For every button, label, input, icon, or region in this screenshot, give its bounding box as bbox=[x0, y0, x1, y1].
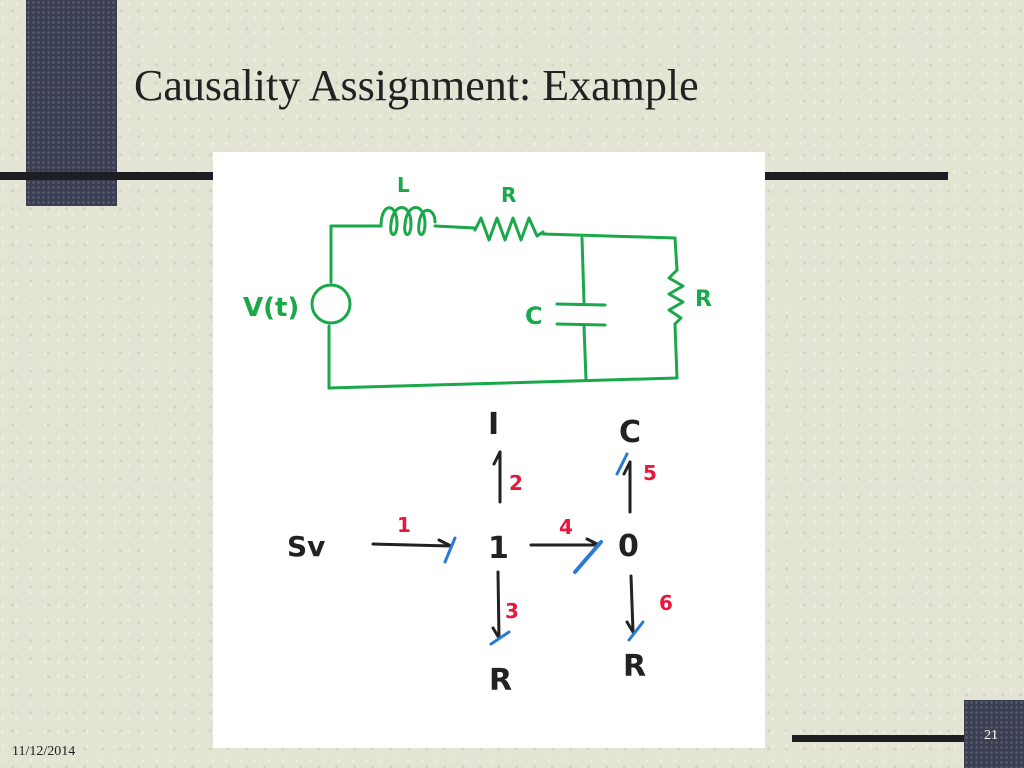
bond-1-causal-stroke bbox=[443, 536, 457, 564]
bond-4-causal-stroke bbox=[573, 540, 603, 574]
circuit-wire-inductor-resistor bbox=[433, 224, 477, 230]
shunt-resistor-zigzag bbox=[667, 268, 685, 326]
capacitor-plate-top bbox=[555, 302, 607, 307]
circuit-and-bond-graph: V(t) L R C R Sv 1 0 I C bbox=[243, 173, 712, 698]
capacitance-element-label: C bbox=[619, 415, 641, 450]
capacitor-wire-bottom bbox=[582, 324, 588, 382]
slide-title: Causality Assignment: Example bbox=[134, 61, 699, 110]
series-resistor-zigzag bbox=[473, 216, 545, 242]
bond-number-6: 6 bbox=[659, 591, 673, 615]
inductor-label: L bbox=[397, 173, 410, 197]
bond-2-half-arrow bbox=[492, 450, 502, 466]
bond-3-causal-stroke bbox=[489, 630, 511, 646]
resistor-element-on-0-label: R bbox=[623, 649, 646, 684]
capacitor-plate-bottom bbox=[555, 322, 607, 327]
capacitor-label: C bbox=[525, 302, 543, 330]
slide-date: 11/12/2014 bbox=[12, 744, 76, 759]
footer-rule bbox=[792, 735, 1024, 742]
bond-number-3: 3 bbox=[505, 599, 519, 623]
figure-panel: V(t) L R C R Sv 1 0 I C bbox=[213, 152, 765, 748]
bond-number-2: 2 bbox=[509, 471, 523, 495]
voltage-source-label: V(t) bbox=[243, 293, 299, 323]
bond-number-1: 1 bbox=[397, 513, 411, 537]
bond-1-line bbox=[371, 542, 453, 548]
bond-number-4: 4 bbox=[559, 515, 573, 539]
bond-graph bbox=[371, 450, 645, 646]
zero-junction-label: 0 bbox=[618, 529, 639, 564]
voltage-source-symbol bbox=[310, 283, 352, 325]
bond-5-half-arrow bbox=[622, 460, 632, 476]
inductor-coil bbox=[379, 206, 437, 236]
circuit-diagram bbox=[310, 206, 685, 390]
bottom-right-decor-block bbox=[964, 700, 1024, 768]
circuit-wire-top-left bbox=[329, 224, 383, 232]
effort-source-label: Sv bbox=[287, 530, 325, 563]
bond-6-half-arrow bbox=[625, 620, 635, 634]
circuit-wire-bottom bbox=[327, 376, 679, 390]
capacitor-wire-top bbox=[580, 236, 586, 304]
bond-6-causal-stroke bbox=[627, 620, 645, 642]
resistor-element-on-1-label: R bbox=[489, 663, 512, 698]
inertia-element-label: I bbox=[488, 407, 499, 442]
shunt-resistor-label: R bbox=[695, 287, 712, 312]
bond-3-line bbox=[496, 570, 501, 640]
one-junction-label: 1 bbox=[488, 531, 509, 566]
bond-5-causal-stroke bbox=[615, 452, 629, 476]
bond-1-half-arrow bbox=[437, 538, 453, 548]
bond-6-line bbox=[629, 574, 635, 634]
circuit-wire-top-right bbox=[541, 232, 677, 240]
series-resistor-label: R bbox=[501, 183, 516, 207]
top-left-decor-block bbox=[26, 0, 117, 206]
bond-3-half-arrow bbox=[491, 626, 501, 640]
bond-number-5: 5 bbox=[643, 461, 657, 485]
circuit-wire-right-upper bbox=[673, 236, 679, 272]
circuit-wire-right-lower bbox=[673, 322, 679, 380]
page-number: 21 bbox=[984, 728, 998, 743]
